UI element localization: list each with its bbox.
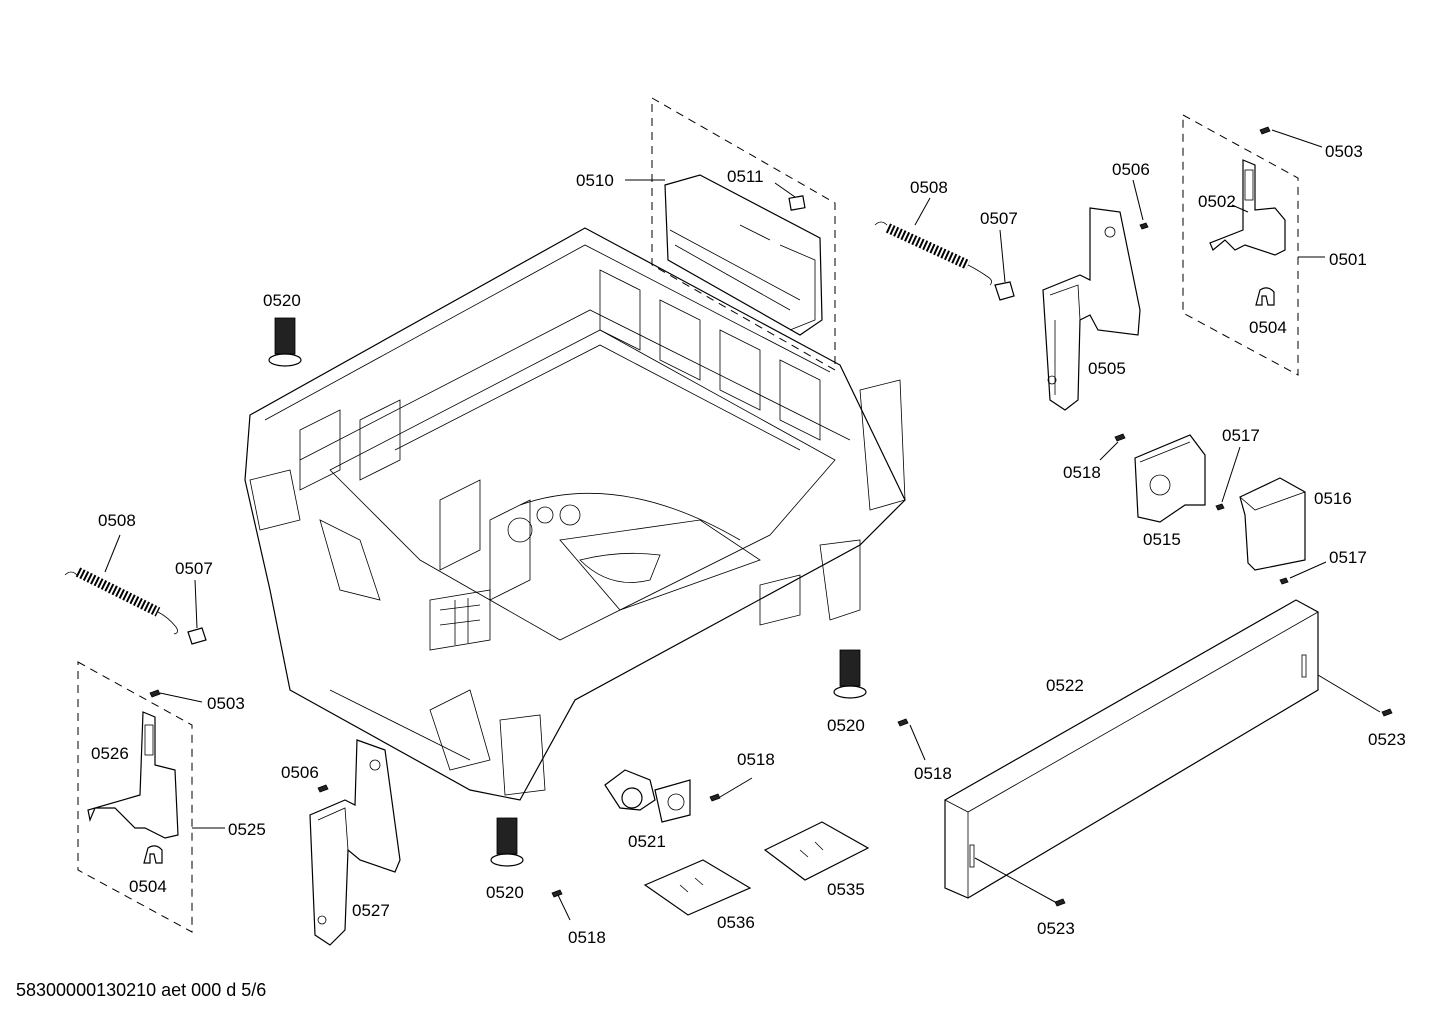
label-0510: 0510 <box>576 171 614 190</box>
label-0504-left: 0504 <box>129 877 167 896</box>
drawing-reference-number: 58300000130210 aet 000 d 5/6 <box>16 980 267 1000</box>
label-0503-right: 0503 <box>1325 142 1363 161</box>
screw-bag-left <box>643 859 752 916</box>
door-spring-left <box>64 567 178 635</box>
label-0508-right: 0508 <box>910 178 948 197</box>
label-0536: 0536 <box>717 913 755 932</box>
label-0517-top: 0517 <box>1222 426 1260 445</box>
label-0507-right: 0507 <box>980 209 1018 228</box>
hinge-group-right <box>1182 114 1299 376</box>
leader-lines <box>104 129 1381 921</box>
label-0503-left: 0503 <box>207 694 245 713</box>
screws <box>149 126 1393 907</box>
fan-cover <box>1239 477 1306 571</box>
label-0518-middle: 0518 <box>914 764 952 783</box>
label-0515: 0515 <box>1143 530 1181 549</box>
inlet-valve <box>604 769 691 823</box>
foot-middle <box>833 649 867 699</box>
label-0511: 0511 <box>727 167 764 186</box>
label-0507-left: 0507 <box>175 559 213 578</box>
label-0516: 0516 <box>1314 489 1352 508</box>
label-0527: 0527 <box>352 901 390 920</box>
control-module-group <box>651 97 836 371</box>
label-0518-bottom: 0518 <box>568 928 606 947</box>
hinge-bracket-left <box>309 739 401 946</box>
label-0506-right: 0506 <box>1112 160 1150 179</box>
spring-bushing-right <box>994 281 1015 301</box>
label-0520-bottom: 0520 <box>486 883 524 902</box>
part-labels: 0510 0511 0508 0507 0506 0505 0503 0502 … <box>91 142 1406 947</box>
label-0517-bottom: 0517 <box>1329 548 1367 567</box>
label-0522: 0522 <box>1046 676 1084 695</box>
fan-housing <box>1134 434 1206 523</box>
foot-bottom <box>490 817 524 867</box>
hinge-group-left <box>77 661 193 933</box>
door-spring-right <box>874 221 992 286</box>
label-0518-center: 0518 <box>737 750 775 769</box>
label-0520-top: 0520 <box>263 291 301 310</box>
hinge-bracket-right <box>1042 207 1141 411</box>
label-0523-right: 0523 <box>1368 730 1406 749</box>
screw-bag-right <box>763 821 870 881</box>
label-0521: 0521 <box>628 832 666 851</box>
label-0504-right: 0504 <box>1249 318 1287 337</box>
label-0526: 0526 <box>91 744 129 763</box>
label-0525: 0525 <box>228 820 266 839</box>
label-0502: 0502 <box>1198 192 1236 211</box>
foot-top <box>268 317 302 367</box>
label-0508-left: 0508 <box>98 511 136 530</box>
kick-panel <box>944 599 1319 899</box>
label-0523-bottom: 0523 <box>1037 919 1075 938</box>
base-frame <box>244 227 906 801</box>
label-0520-middle: 0520 <box>827 716 865 735</box>
label-0535: 0535 <box>827 880 865 899</box>
label-0505: 0505 <box>1088 359 1126 378</box>
spring-bushing-left <box>187 627 207 645</box>
label-0506-left: 0506 <box>281 763 319 782</box>
label-0518-right: 0518 <box>1063 463 1101 482</box>
label-0501: 0501 <box>1329 250 1367 269</box>
